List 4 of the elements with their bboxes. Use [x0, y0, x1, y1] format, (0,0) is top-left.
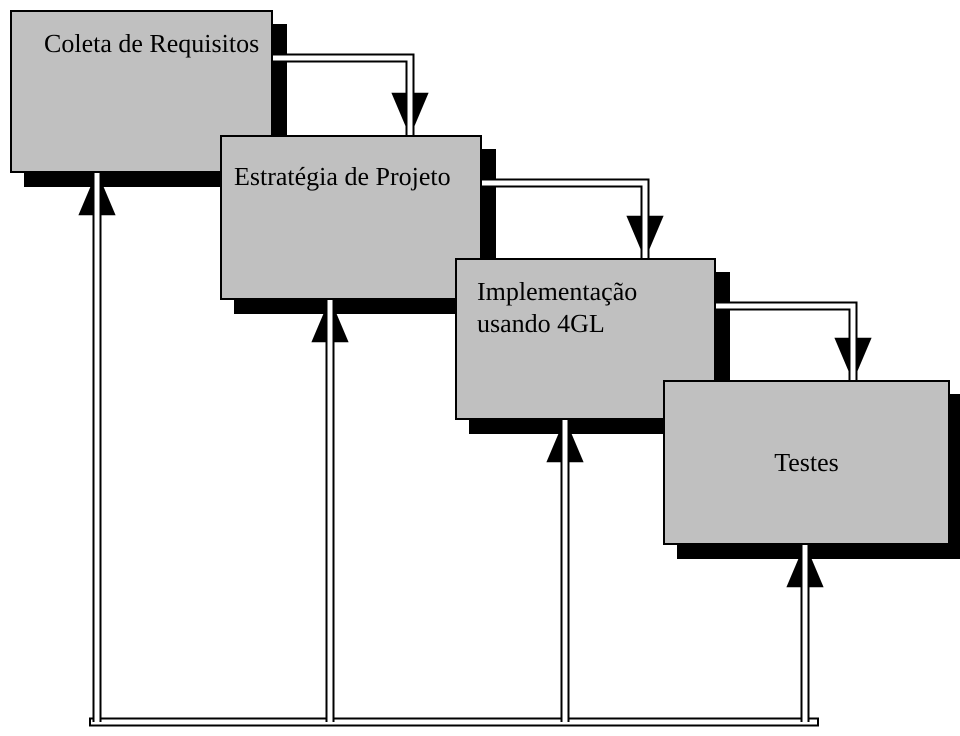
box-label: Coleta de Requisitos [44, 28, 260, 60]
box-label: Estratégia de Projeto [234, 161, 451, 193]
box-label: Implementação usando 4GL [477, 276, 638, 340]
box-label: Testes [774, 446, 839, 478]
